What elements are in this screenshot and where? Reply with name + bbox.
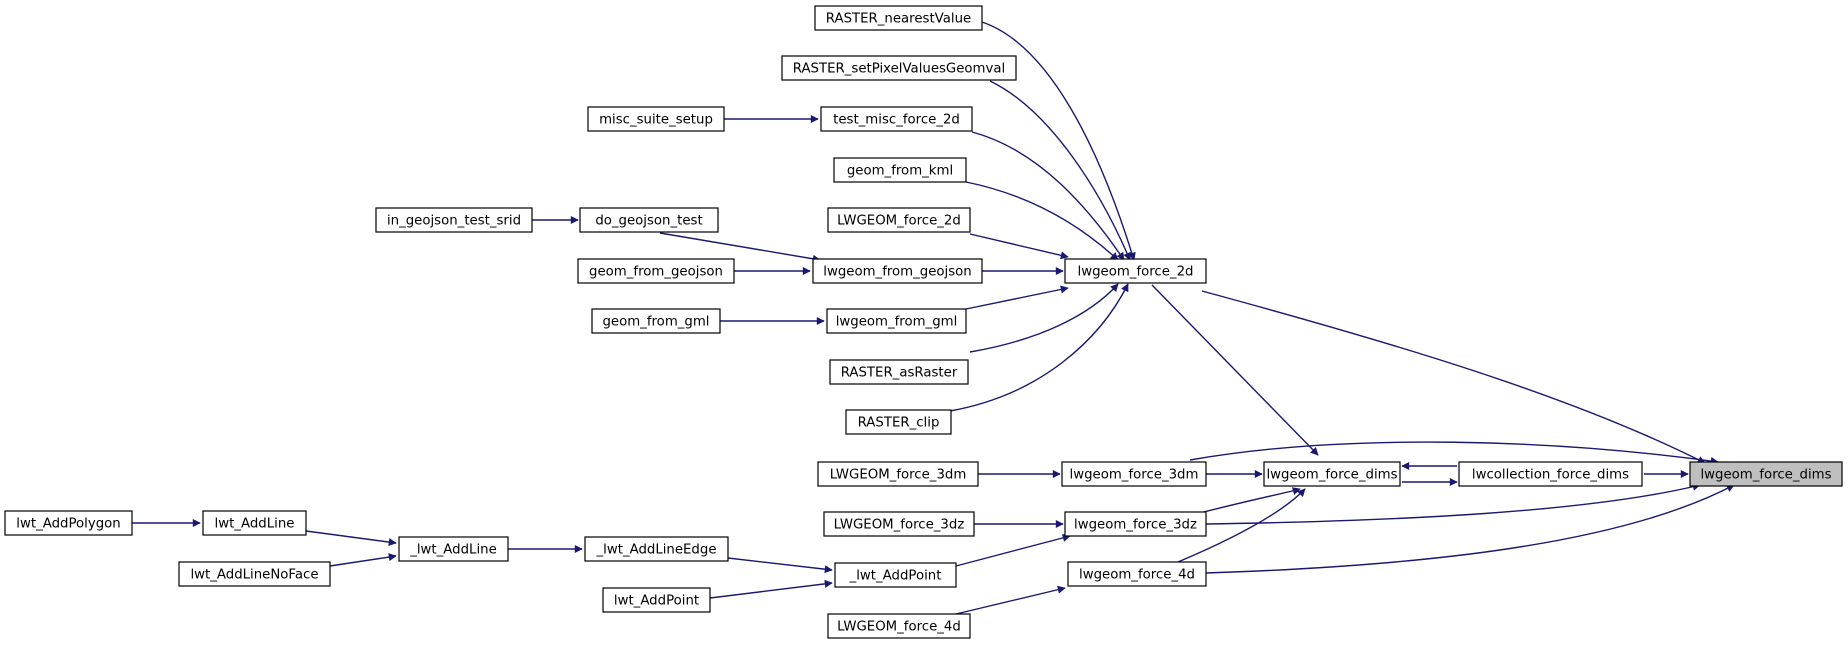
svg-text:lwt_AddLine: lwt_AddLine	[215, 517, 295, 532]
svg-text:RASTER_setPixelValuesGeomval: RASTER_setPixelValuesGeomval	[793, 62, 1005, 77]
svg-text:lwt_AddPoint: lwt_AddPoint	[614, 594, 699, 609]
edge-testmisc-to-force2d	[971, 131, 1125, 261]
edge-setpixel-to-force2d	[989, 80, 1131, 261]
svg-text:LWGEOM_force_2d: LWGEOM_force_2d	[837, 214, 961, 229]
svg-text:lwgeom_force_2d: lwgeom_force_2d	[1078, 265, 1194, 280]
svg-text:LWGEOM_force_3dm: LWGEOM_force_3dm	[830, 468, 967, 483]
edge-lwtaddline-to-addline	[305, 530, 397, 547]
node-geom-from-gml[interactable]: geom_from_gml	[591, 308, 721, 334]
node-lwgeom-force-4d[interactable]: lwgeom_force_4d	[1067, 561, 1207, 587]
node-in-geojson-test-srid[interactable]: in_geojson_test_srid	[375, 207, 533, 233]
edge-addlinenoface-to-addline	[329, 553, 397, 567]
node-lwgeom-from-geojson[interactable]: lwgeom_from_geojson	[812, 258, 983, 284]
svg-text:_lwt_AddLineEdge: _lwt_AddLineEdge	[596, 543, 717, 558]
node-lwgeom-force-dims-main: lwgeom_force_dims	[1689, 461, 1843, 487]
node-lwgeom-force-4d-upper[interactable]: LWGEOM_force_4d	[827, 613, 971, 639]
svg-text:LWGEOM_force_4d: LWGEOM_force_4d	[837, 620, 961, 635]
svg-text:test_misc_force_2d: test_misc_force_2d	[833, 113, 960, 128]
node-lwt-addline[interactable]: lwt_AddLine	[202, 510, 307, 536]
edge-asraster-to-force2d	[969, 283, 1119, 353]
node-lwgeom-force-3dm-upper[interactable]: LWGEOM_force_3dm	[817, 461, 979, 487]
edge-force4d-to-main	[1205, 484, 1735, 574]
node-lwt-addpolygon[interactable]: lwt_AddPolygon	[4, 510, 133, 536]
svg-text:lwt_AddPolygon: lwt_AddPolygon	[16, 517, 120, 532]
node-raster-clip[interactable]: RASTER_clip	[845, 409, 952, 435]
svg-text:lwgeom_from_geojson: lwgeom_from_geojson	[823, 265, 971, 280]
edge-LW4d-to-force4d	[955, 585, 1066, 615]
svg-text:lwgeom_force_3dm: lwgeom_force_3dm	[1070, 468, 1199, 483]
node-lwgeom-force-3dz-upper[interactable]: LWGEOM_force_3dz	[823, 511, 975, 537]
svg-text:lwt_AddLineNoFace: lwt_AddLineNoFace	[190, 568, 318, 583]
svg-text:lwgeom_force_4d: lwgeom_force_4d	[1079, 568, 1195, 583]
svg-text:do_geojson_test: do_geojson_test	[595, 214, 702, 229]
edge-dogeojson-to-fromgeojson	[659, 232, 821, 263]
node-raster-asraster[interactable]: RASTER_asRaster	[829, 359, 969, 385]
edge-lwtaddpoint-to-addpoint	[709, 579, 833, 599]
svg-text:LWGEOM_force_3dz: LWGEOM_force_3dz	[834, 518, 965, 533]
svg-text:_lwt_AddPoint: _lwt_AddPoint	[849, 569, 942, 584]
node-raster-nearestvalue[interactable]: RASTER_nearestValue	[814, 5, 983, 31]
edge-force4d-to-forcedims	[1177, 488, 1306, 563]
edge-nearestvalue-to-force2d	[981, 21, 1136, 261]
node-lwt-addline-internal[interactable]: _lwt_AddLine	[398, 536, 509, 562]
node-lwgeom-force-3dm[interactable]: lwgeom_force_3dm	[1061, 461, 1207, 487]
svg-text:misc_suite_setup: misc_suite_setup	[599, 113, 713, 128]
edge-fromgml-to-force2d	[965, 285, 1069, 310]
edge-addlineedge-to-addpoint	[727, 557, 833, 574]
node-lwcollection-force-dims[interactable]: lwcollection_force_dims	[1458, 461, 1643, 487]
node-test-misc-force-2d[interactable]: test_misc_force_2d	[820, 106, 973, 132]
node-lwgeom-force-2d-upper[interactable]: LWGEOM_force_2d	[827, 207, 971, 233]
svg-text:lwgeom_force_dims: lwgeom_force_dims	[1700, 468, 1831, 483]
edge-force2d-to-forcedims	[1151, 284, 1319, 456]
edge-geomkml-to-force2d	[965, 181, 1119, 261]
node-raster-setpixelvaluesgeomval[interactable]: RASTER_setPixelValuesGeomval	[781, 55, 1017, 81]
svg-text:geom_from_kml: geom_from_kml	[847, 164, 953, 179]
edge-force3dm-to-main	[1189, 441, 1719, 465]
node-lwgeom-from-gml[interactable]: lwgeom_from_gml	[826, 308, 967, 334]
edge-LWforce2d-to-force2d	[969, 233, 1069, 260]
svg-text:RASTER_clip: RASTER_clip	[858, 416, 940, 431]
svg-text:in_geojson_test_srid: in_geojson_test_srid	[387, 214, 521, 229]
node-lwgeom-force-3dz[interactable]: lwgeom_force_3dz	[1064, 511, 1207, 537]
node-lwgeom-force-dims[interactable]: lwgeom_force_dims	[1263, 461, 1401, 487]
svg-text:RASTER_asRaster: RASTER_asRaster	[841, 366, 958, 381]
node-lwt-addpoint-internal[interactable]: _lwt_AddPoint	[834, 562, 957, 588]
svg-text:geom_from_geojson: geom_from_geojson	[589, 265, 723, 280]
svg-text:lwcollection_force_dims: lwcollection_force_dims	[1472, 468, 1629, 483]
svg-text:lwgeom_from_gml: lwgeom_from_gml	[836, 315, 958, 330]
svg-text:lwgeom_force_dims: lwgeom_force_dims	[1266, 468, 1397, 483]
node-lwt-addlineedge-internal[interactable]: _lwt_AddLineEdge	[584, 536, 729, 562]
svg-text:geom_from_gml: geom_from_gml	[602, 315, 709, 330]
svg-text:_lwt_AddLine: _lwt_AddLine	[409, 543, 497, 558]
node-do-geojson-test[interactable]: do_geojson_test	[579, 207, 719, 233]
edge-clip-to-force2d	[949, 283, 1129, 412]
node-lwt-addlinenoface[interactable]: lwt_AddLineNoFace	[178, 561, 331, 587]
svg-text:lwgeom_force_3dz: lwgeom_force_3dz	[1074, 518, 1197, 533]
node-geom-from-geojson[interactable]: geom_from_geojson	[577, 258, 735, 284]
node-misc-suite-setup[interactable]: misc_suite_setup	[587, 106, 725, 132]
edge-addpoint-to-force3dz	[955, 533, 1071, 567]
node-lwt-addpoint[interactable]: lwt_AddPoint	[602, 587, 711, 613]
edge-force3dz-to-forcedims	[1195, 487, 1301, 515]
call-edges	[132, 21, 1735, 615]
svg-text:RASTER_nearestValue: RASTER_nearestValue	[826, 12, 971, 27]
node-geom-from-kml[interactable]: geom_from_kml	[833, 157, 967, 183]
edge-force2d-to-main	[1201, 290, 1706, 464]
node-lwgeom-force-2d[interactable]: lwgeom_force_2d	[1064, 258, 1207, 284]
edge-force3dz-to-main	[1205, 482, 1701, 525]
